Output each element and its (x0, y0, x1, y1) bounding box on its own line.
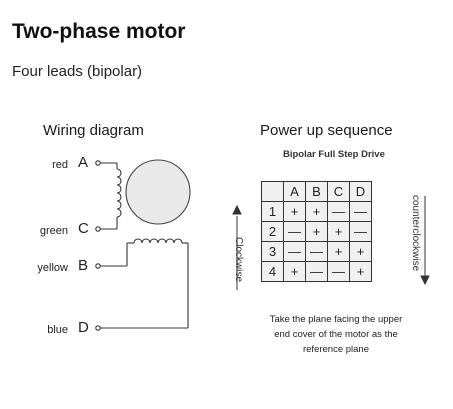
note-line: Take the plane facing the upper (269, 314, 403, 325)
clockwise-label: Clockwise (233, 237, 244, 283)
polarity-cell: — (283, 241, 306, 262)
wiring-diagram-title: Wiring diagram (43, 122, 144, 139)
power-sequence-title: Power up sequence (260, 122, 393, 139)
lead-letter-c: C (78, 220, 89, 237)
counterclockwise-arrowhead (420, 275, 430, 286)
drive-mode-label: Bipolar Full Step Drive (283, 149, 385, 160)
table-row: 3 — — + + (261, 241, 372, 262)
page-title: Two-phase motor (12, 20, 186, 43)
terminal-c (95, 226, 101, 232)
reference-plane-note: Take the plane facing the upper end cove… (246, 312, 426, 357)
table-row: 2 — + + — (261, 221, 372, 242)
counterclockwise-label: counterclockwise (410, 195, 421, 272)
coil-phase-bd (133, 238, 183, 244)
table-row: 4 + — — + (261, 261, 372, 282)
polarity-cell: + (349, 261, 372, 282)
polarity-cell: — (305, 261, 328, 282)
coil-phase-ac (116, 168, 122, 218)
lead-letter-d: D (78, 319, 89, 336)
lead-color-blue: blue (47, 324, 68, 336)
rotor-circle (125, 159, 191, 225)
note-line: end cover of the motor as the (274, 329, 398, 340)
note-line: reference plane (302, 344, 370, 355)
lead-color-yellow: yellow (37, 262, 68, 274)
clockwise-arrowhead (232, 204, 242, 215)
lead-color-green: green (39, 225, 68, 237)
power-sequence-table: A B C D 1 + + — — 2 — + + — 3 — — + + 4 … (261, 181, 372, 282)
terminal-d (95, 325, 101, 331)
lead-color-red: red (52, 159, 68, 171)
page-subtitle: Four leads (bipolar) (12, 63, 143, 80)
lead-letter-b: B (78, 257, 89, 274)
lead-letter-a: A (78, 154, 89, 171)
table-row: 1 + + — — (261, 201, 372, 222)
polarity-cell: — (305, 241, 328, 262)
polarity-cell: — (349, 201, 372, 222)
